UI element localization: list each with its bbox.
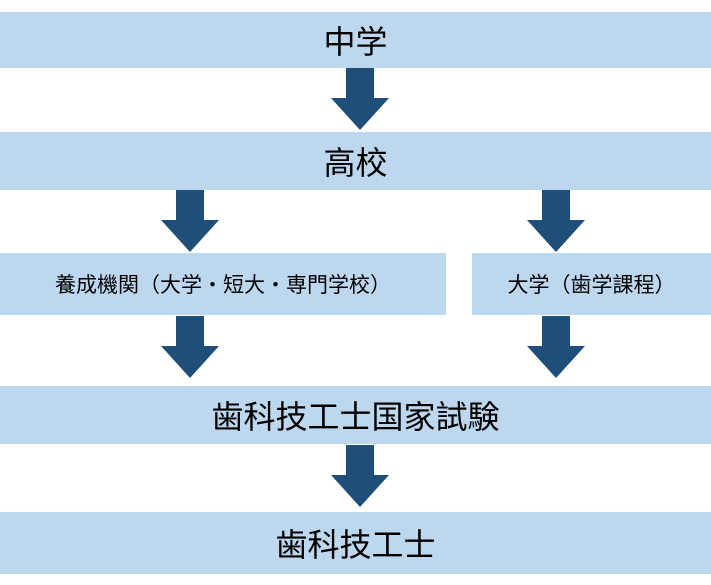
step-junior-high-label: 中学 (323, 23, 388, 61)
arrow-down-icon (161, 316, 219, 378)
step-training-institution-label: 養成機関（大学・短大・専門学校） (55, 273, 391, 297)
step-dental-technician-label: 歯科技工士 (275, 526, 436, 564)
step-dental-technician: 歯科技工士 (0, 512, 711, 574)
step-high-school: 高校 (0, 132, 711, 190)
step-training-institution: 養成機関（大学・短大・専門学校） (0, 253, 446, 315)
step-national-exam: 歯科技工士国家試験 (0, 386, 711, 444)
arrow-down-icon (161, 190, 219, 252)
arrow-down-icon (331, 445, 389, 507)
step-high-school-label: 高校 (323, 144, 388, 182)
step-national-exam-label: 歯科技工士国家試験 (211, 398, 500, 436)
step-university: 大学（歯学課程） (472, 253, 711, 315)
arrow-down-icon (527, 190, 585, 252)
arrow-down-icon (331, 68, 389, 130)
step-junior-high: 中学 (0, 12, 711, 68)
arrow-down-icon (527, 316, 585, 378)
step-university-label: 大学（歯学課程） (507, 273, 676, 297)
